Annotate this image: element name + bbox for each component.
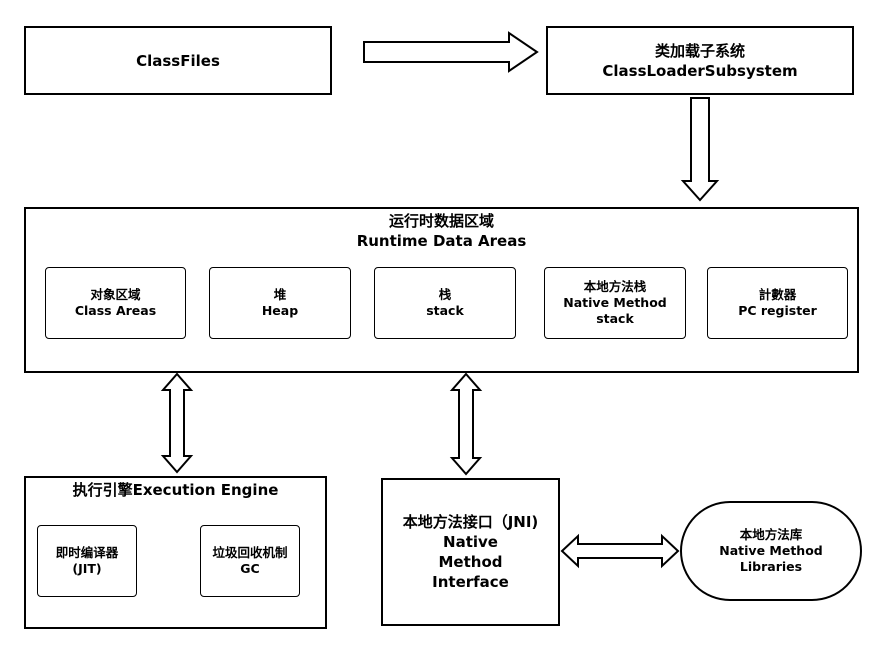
jit-compiler-box: 即时编译器 (JIT): [37, 525, 137, 597]
area-pc-register-cn: 計數器: [758, 287, 797, 302]
arrow-classfiles-to-loader: [363, 31, 539, 73]
runtime-title-cn: 运行时数据区域: [388, 212, 494, 230]
area-heap-en: Heap: [261, 303, 299, 318]
arrow-runtime-execution: [160, 372, 194, 474]
libraries-cn: 本地方法库: [739, 527, 803, 542]
area-pc-register-en: PC register: [738, 303, 817, 318]
area-class-areas-en: Class Areas: [74, 303, 157, 318]
jit-cn: 即时编译器: [55, 545, 119, 560]
gc-en: GC: [240, 561, 260, 576]
classloader-subsystem-box: 类加载子系统 ClassLoaderSubsystem: [546, 26, 854, 95]
jit-en: (JIT): [72, 561, 102, 576]
classloader-label-cn: 类加载子系统: [654, 41, 745, 60]
area-heap: 堆 Heap: [209, 267, 351, 339]
native-method-libraries-box: 本地方法库 Native Method Libraries: [680, 501, 862, 601]
area-class-areas: 对象区域 Class Areas: [45, 267, 186, 339]
area-pc-register: 計數器 PC register: [707, 267, 848, 339]
area-heap-cn: 堆: [273, 287, 287, 302]
area-native-stack-cn: 本地方法栈: [583, 279, 647, 294]
jni-line3: Method: [438, 553, 503, 571]
area-native-stack-en2: stack: [596, 311, 634, 326]
area-native-stack-en1: Native Method: [563, 295, 667, 310]
jni-line2: Native: [443, 533, 498, 551]
classfiles-label: ClassFiles: [136, 51, 220, 70]
area-stack: 栈 stack: [374, 267, 516, 339]
area-class-areas-cn: 对象区域: [90, 287, 141, 302]
arrow-loader-to-runtime: [680, 97, 720, 202]
execution-engine-title: 执行引擎Execution Engine: [72, 481, 279, 499]
area-native-method-stack: 本地方法栈 Native Method stack: [544, 267, 686, 339]
jni-line1: 本地方法接口（JNI): [402, 513, 539, 531]
jni-line4: Interface: [432, 573, 509, 591]
classfiles-box: ClassFiles: [24, 26, 332, 95]
area-stack-cn: 栈: [438, 287, 452, 302]
libraries-en1: Native Method: [719, 543, 823, 558]
runtime-title-en: Runtime Data Areas: [356, 232, 527, 250]
arrow-runtime-jni: [449, 372, 483, 476]
jni-box: 本地方法接口（JNI) Native Method Interface: [381, 478, 560, 626]
gc-box: 垃圾回收机制 GC: [200, 525, 300, 597]
arrow-jni-libraries: [560, 533, 680, 569]
gc-cn: 垃圾回收机制: [212, 545, 288, 560]
area-stack-en: stack: [426, 303, 464, 318]
libraries-en2: Libraries: [739, 559, 803, 574]
classloader-label-en: ClassLoaderSubsystem: [602, 61, 798, 80]
